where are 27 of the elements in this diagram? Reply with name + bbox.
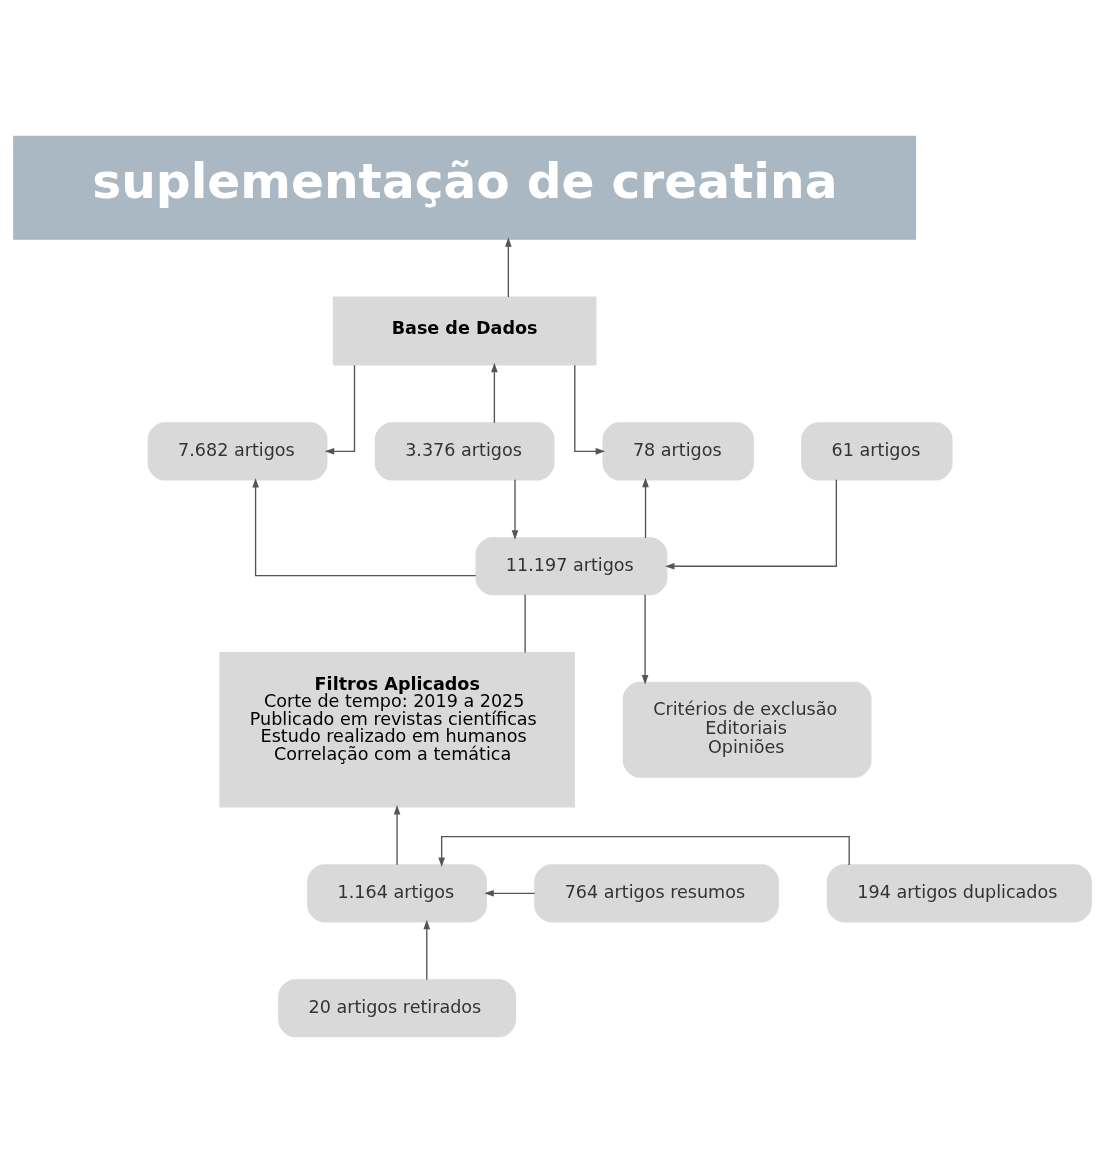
- node-box: 3.376 artigos: [374, 422, 555, 481]
- node-box: Base de Dados: [332, 296, 597, 366]
- arrow: [252, 478, 477, 577]
- arrow: [423, 919, 431, 981]
- node-box: Critérios de exclusão Editoriais Opiniões: [622, 681, 872, 778]
- node-box: 20 artigos retirados: [278, 979, 516, 1038]
- node-box: suplementação de creatina: [13, 135, 917, 240]
- node-box: Filtros Aplicados Corte de tempo: 2019 a 2025 Publicado em revistas científicas Estudo realizado em humanos Correlação com a temática: [219, 652, 575, 808]
- arrow: [324, 364, 356, 455]
- arrow: [505, 237, 512, 298]
- arrow: [491, 362, 498, 424]
- node-box: 7.682 artigos: [147, 422, 328, 481]
- node-box: 61 artigos: [801, 422, 953, 481]
- node-box: 1.164 artigos: [307, 864, 487, 923]
- node-box: 11.197 artigos: [475, 537, 668, 596]
- arrow: [642, 477, 649, 539]
- node-box: 78 artigos: [602, 422, 754, 481]
- node-box: 194 artigos duplicados: [826, 864, 1092, 923]
- arrow: [665, 479, 837, 570]
- node-box: 764 artigos resumos: [534, 864, 779, 923]
- arrow: [641, 594, 649, 685]
- arrow: [393, 805, 401, 866]
- arrow: [438, 835, 850, 867]
- arrow: [484, 890, 536, 897]
- connector: [524, 594, 526, 654]
- arrow: [574, 364, 606, 455]
- arrow: [511, 479, 519, 540]
